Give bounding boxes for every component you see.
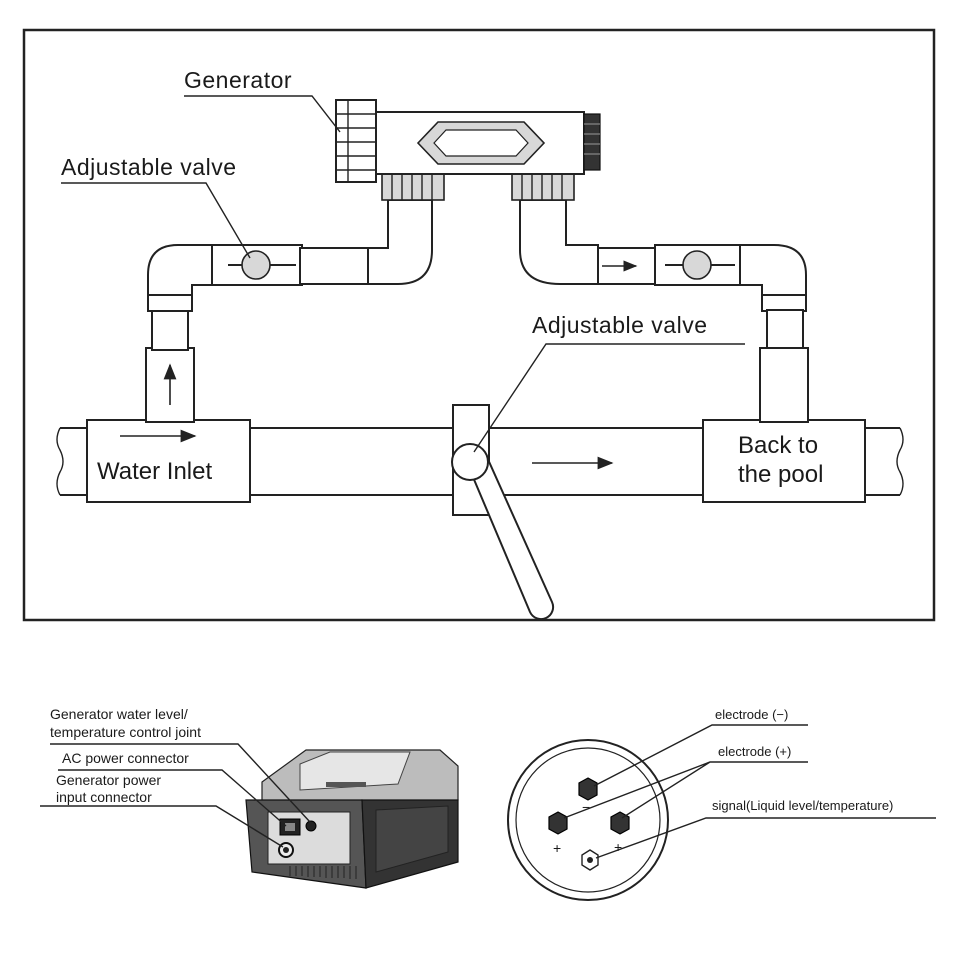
pin-electrode-positive-left bbox=[548, 811, 568, 835]
pin-plus-symbol-right: + bbox=[614, 839, 622, 855]
inlet-tee: Water Inlet bbox=[86, 419, 251, 503]
control-box-illustration bbox=[245, 749, 459, 889]
signal-leader bbox=[595, 817, 936, 859]
connector-plug-face: − + + bbox=[507, 739, 669, 901]
left-riser bbox=[145, 244, 213, 423]
back-to-pool-label-line2: the pool bbox=[738, 461, 823, 488]
back-to-pool-label-line1: Back to bbox=[738, 432, 818, 459]
ac-power-connector-leader bbox=[58, 769, 287, 827]
top-valve-label: Adjustable valve bbox=[61, 154, 237, 180]
electrode-negative-leader bbox=[593, 724, 808, 787]
installation-frame bbox=[22, 28, 936, 622]
water-level-joint-label-line2: temperature control joint bbox=[50, 724, 201, 740]
return-tee: Back to the pool bbox=[702, 419, 866, 503]
electrode-positive-label: electrode (+) bbox=[718, 744, 791, 759]
generator-power-label-line1: Generator power bbox=[56, 772, 161, 788]
main-valve-leader bbox=[473, 343, 745, 453]
main-adjustable-valve bbox=[451, 404, 555, 621]
generator-leader bbox=[184, 95, 341, 133]
electrode-negative-label: electrode (−) bbox=[715, 707, 788, 722]
generator-label: Generator bbox=[184, 67, 292, 93]
water-inlet-label: Water Inlet bbox=[97, 458, 212, 485]
right-riser bbox=[739, 244, 809, 423]
electrode-positive-leader bbox=[563, 761, 808, 819]
pin-plus-symbol-left: + bbox=[553, 840, 561, 856]
top-left-adjustable-valve bbox=[228, 250, 296, 280]
pin-electrode-positive-right bbox=[610, 811, 630, 835]
top-valve-leader bbox=[61, 182, 251, 259]
ac-power-connector-label: AC power connector bbox=[62, 750, 189, 766]
generator-power-leader bbox=[40, 805, 284, 848]
generator-cell bbox=[335, 99, 601, 201]
top-right-adjustable-valve bbox=[665, 250, 735, 280]
water-level-connector bbox=[305, 820, 317, 832]
main-valve-label: Adjustable valve bbox=[532, 312, 708, 338]
water-level-joint-leader bbox=[50, 743, 311, 823]
pin-electrode-negative bbox=[578, 777, 598, 801]
pin-minus-symbol: − bbox=[582, 799, 590, 815]
signal-label: signal(Liquid level/temperature) bbox=[712, 798, 893, 813]
water-level-joint-label-line1: Generator water level/ bbox=[50, 706, 188, 722]
generator-power-label-line2: input connector bbox=[56, 789, 152, 805]
